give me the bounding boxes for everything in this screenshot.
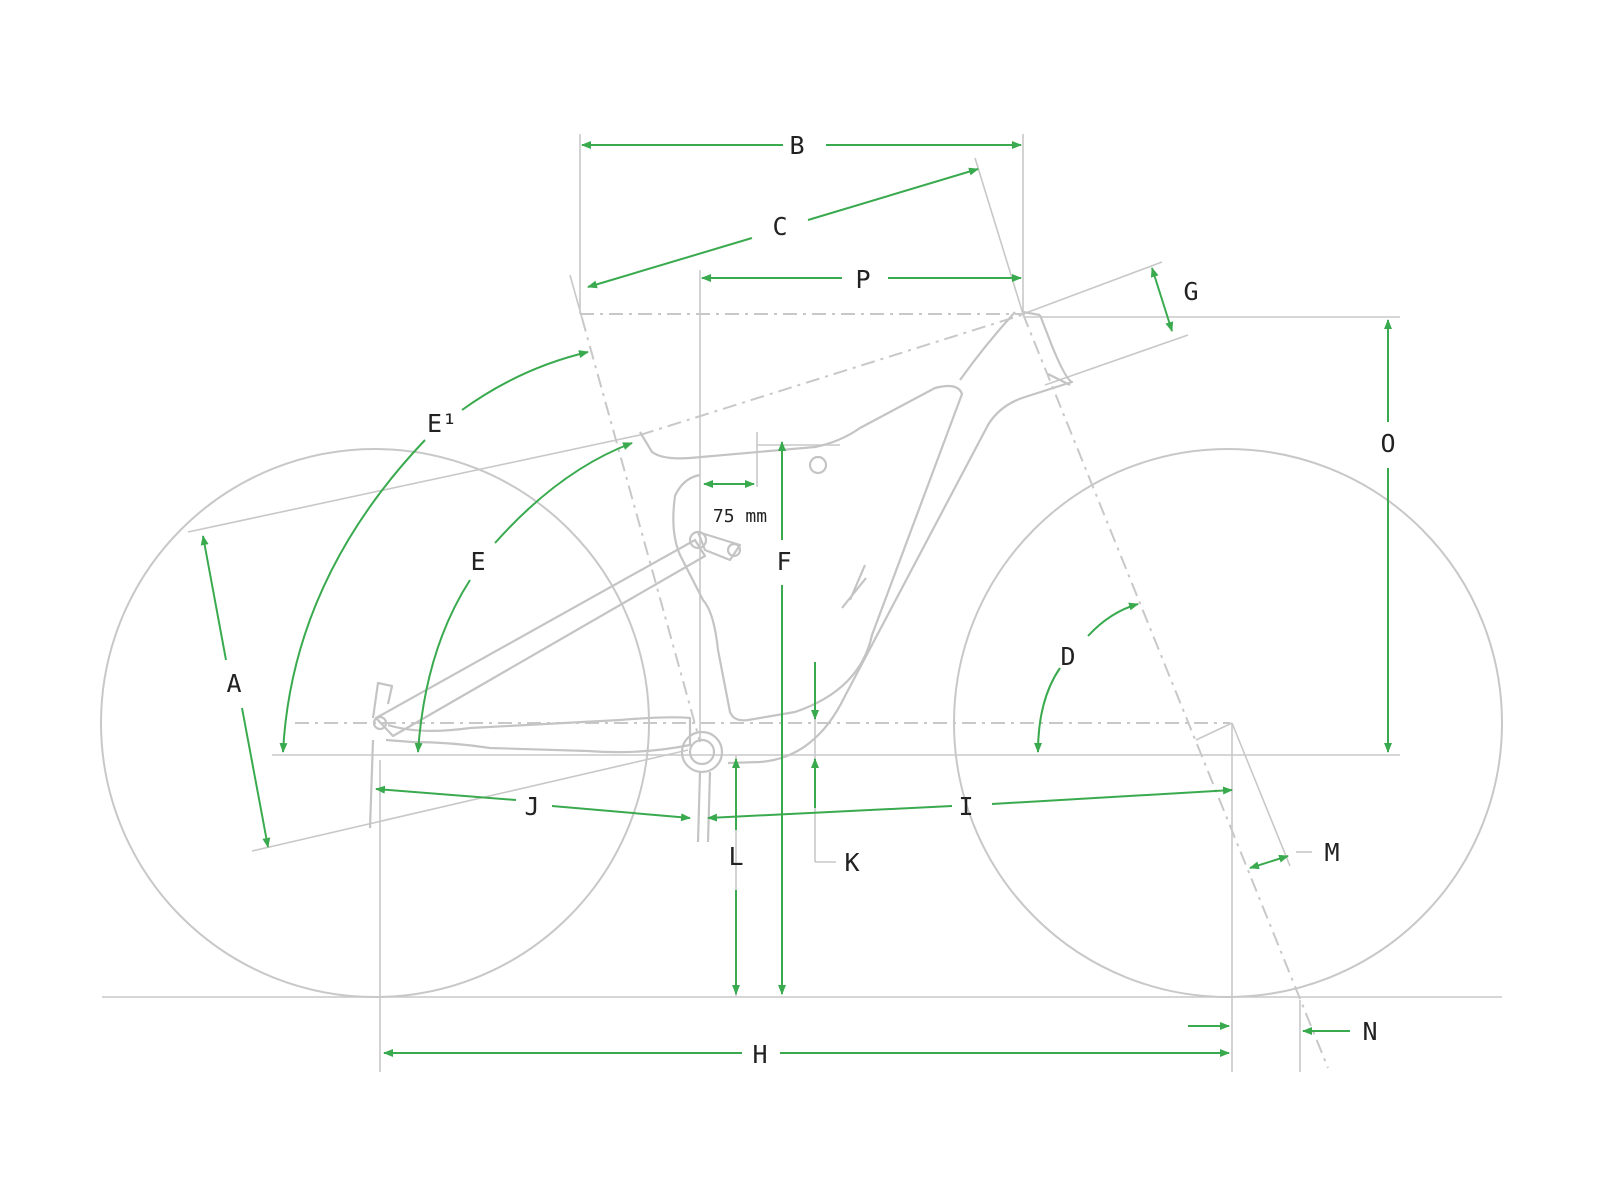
bottom-bracket — [680, 730, 724, 774]
g-lower-line — [1044, 334, 1189, 386]
label-G: G — [1183, 277, 1198, 306]
arrow-E-lower — [414, 579, 471, 753]
label-A: A — [226, 669, 241, 698]
reference-lines — [187, 134, 1400, 1072]
dimension-labels: B C P G O E¹ E A 75 mm F D J I L K M H N — [226, 131, 1395, 1069]
label-F: F — [776, 547, 791, 576]
crank-arm — [696, 771, 712, 843]
arrow-D-upper — [1087, 602, 1139, 637]
arrow-E1-lower — [279, 439, 426, 753]
bottle-cage-mount — [841, 564, 867, 609]
label-C: C — [772, 212, 787, 241]
label-O: O — [1380, 429, 1395, 458]
label-D: D — [1060, 642, 1075, 671]
shock-mount-upper — [808, 455, 828, 475]
main-frame-outline — [639, 384, 964, 722]
fork-offset-line — [1231, 722, 1291, 867]
label-M: M — [1324, 838, 1339, 867]
label-E: E — [470, 547, 485, 576]
label-K: K — [844, 848, 859, 877]
label-reach-offset: 75 mm — [713, 506, 767, 527]
a-bottom-line — [251, 749, 689, 852]
seat-stay-outline — [374, 538, 707, 738]
down-tube-outline — [727, 311, 1074, 765]
arrow-D-lower — [1034, 667, 1061, 753]
label-J: J — [524, 792, 539, 821]
label-N: N — [1362, 1017, 1377, 1046]
g-upper-line — [1022, 261, 1163, 315]
arrow-I-left — [707, 805, 953, 822]
chain-stay-outline — [385, 716, 692, 754]
label-I: I — [958, 792, 973, 821]
arrow-J-left — [375, 785, 517, 801]
arrow-C-lower — [587, 237, 753, 289]
arrow-E1-upper — [461, 350, 589, 411]
arrow-E-upper — [494, 442, 633, 544]
arrow-J-right — [551, 805, 691, 822]
label-E1: E¹ — [427, 409, 457, 438]
label-H: H — [752, 1040, 767, 1069]
bottom-bracket-inner — [688, 738, 716, 766]
seat-tube-extension — [569, 274, 583, 319]
dimension-arrows — [200, 141, 1392, 1057]
label-P: P — [855, 265, 870, 294]
steering-axis-line — [1022, 313, 1329, 1069]
rear-dropout — [368, 681, 394, 829]
arrow-I-right — [991, 786, 1233, 805]
top-tube-effective-line — [639, 313, 1026, 436]
head-tube-outline — [1022, 310, 1071, 386]
rear-axle — [372, 715, 388, 731]
label-B: B — [789, 131, 804, 160]
rocker-link — [696, 530, 742, 562]
fork-offset-tick — [1195, 722, 1233, 741]
arrow-A-upper — [200, 535, 227, 661]
arrow-C-upper — [807, 167, 979, 221]
bike-frame — [368, 310, 1074, 843]
c-upper-extension — [974, 157, 1024, 315]
arrow-M — [1249, 854, 1289, 870]
arrow-A-lower — [241, 707, 271, 848]
label-L: L — [728, 842, 743, 871]
seat-tube-line — [581, 317, 701, 743]
arrow-G — [1150, 267, 1174, 332]
a-top-line — [187, 434, 641, 533]
